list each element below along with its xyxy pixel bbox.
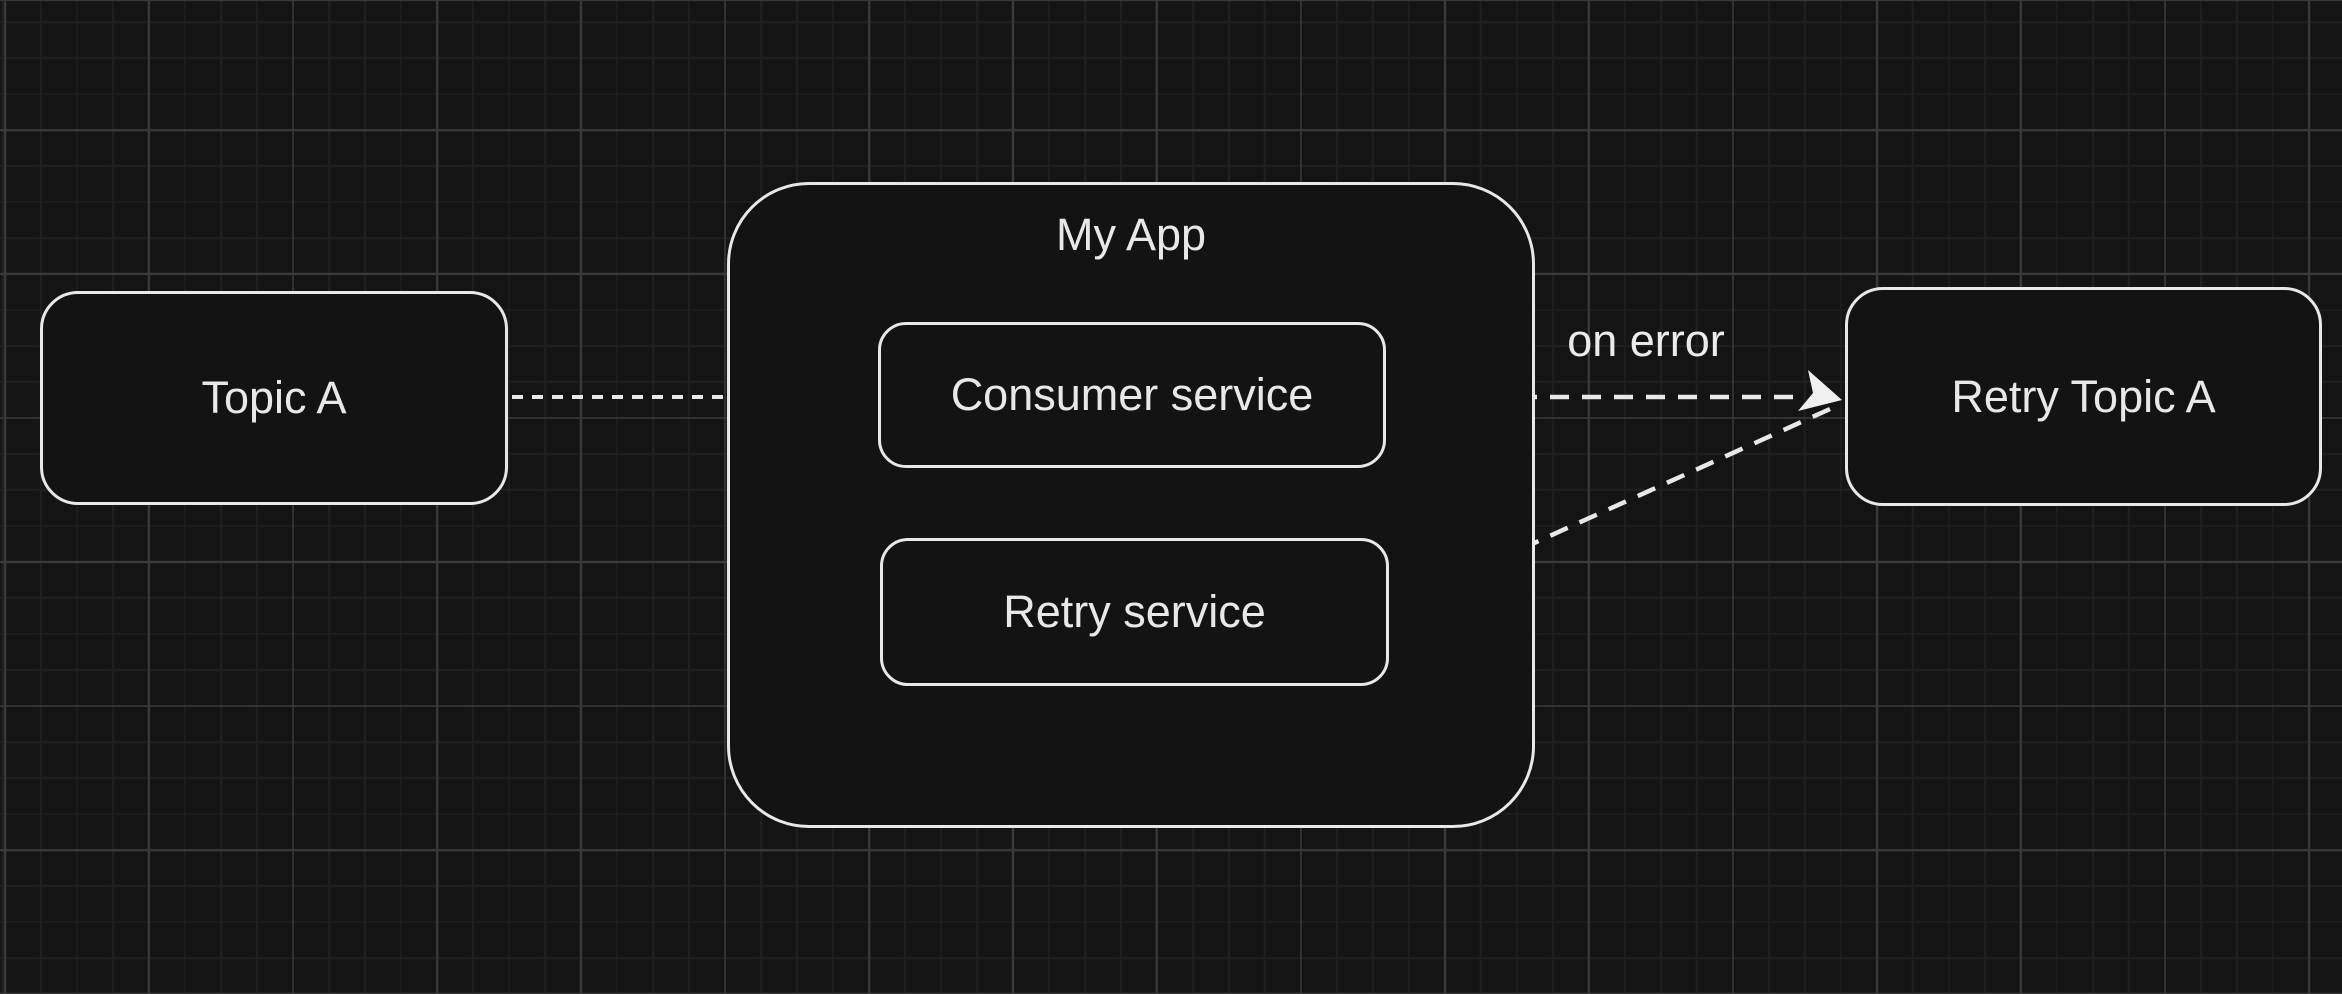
edge-label-on-error[interactable]: on error	[1567, 315, 1725, 366]
node-retry-service[interactable]: Retry service	[880, 538, 1389, 686]
node-retry-topic-a-label: Retry Topic A	[1951, 370, 2216, 422]
node-consumer-service[interactable]: Consumer service	[878, 322, 1386, 468]
node-consumer-service-label: Consumer service	[950, 369, 1314, 420]
container-my-app-title: My App	[1055, 209, 1207, 260]
node-topic-a[interactable]: Topic A	[40, 291, 508, 505]
node-retry-service-label: Retry service	[1003, 586, 1266, 637]
node-topic-a-label: Topic A	[201, 372, 347, 423]
node-retry-topic-a[interactable]: Retry Topic A	[1845, 287, 2322, 506]
arrowhead-icon	[1798, 370, 1842, 411]
container-my-app[interactable]: My App	[727, 182, 1535, 828]
